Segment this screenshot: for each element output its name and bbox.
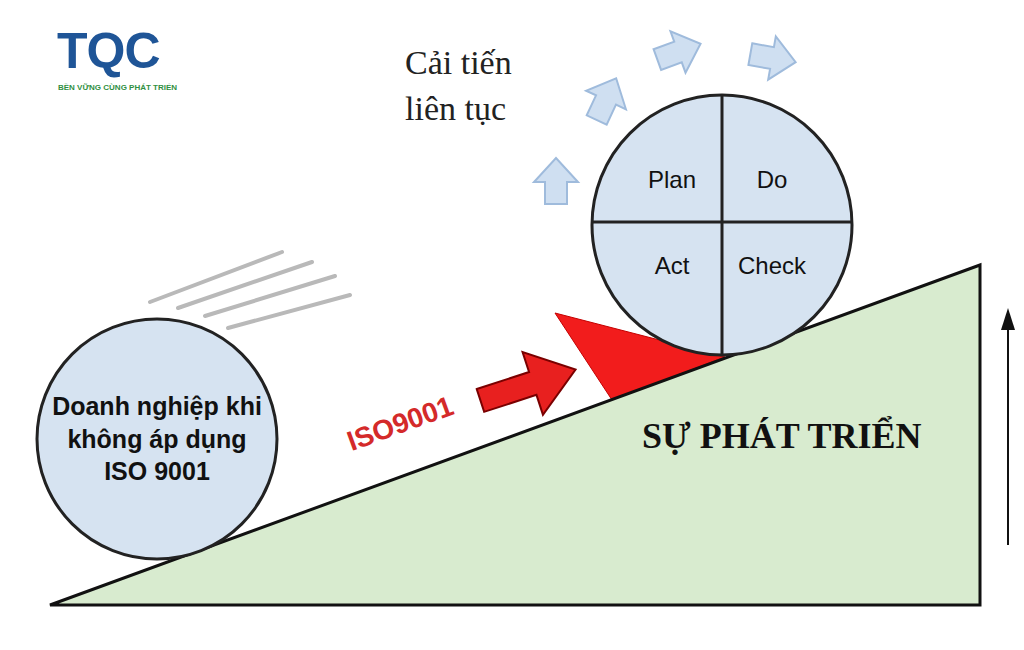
slope-shape [50, 265, 980, 605]
pdca-quadrant: Do [751, 160, 794, 200]
pdca-quadrant: Act [649, 246, 696, 286]
circle-text: Doanh nghiệp khi không áp dụng ISO 9001 [52, 390, 262, 488]
pdca-quadrant: Plan [642, 160, 703, 200]
circle-shape [37, 319, 277, 559]
pdca-divider [721, 95, 724, 355]
growth-arrowhead [1001, 308, 1015, 330]
slope-title: SỰ PHÁT TRIỂN [642, 413, 921, 460]
company-circle: Doanh nghiệp khi không áp dụng ISO 9001 [35, 317, 279, 561]
pdca-quadrant: Check [732, 246, 813, 286]
iso-label: ISO9001 [344, 392, 457, 456]
logo-tagline: BỀN VỮNG CÙNG PHÁT TRIỂN [58, 84, 177, 92]
up-arrow [577, 69, 636, 129]
motion-line [205, 276, 335, 316]
up-arrow [650, 23, 708, 80]
quadrant-label: Check [738, 250, 806, 281]
up-arrow [747, 33, 800, 84]
growth-axis [1007, 328, 1009, 545]
logo-mark: TQC [57, 26, 160, 76]
pdca-divider [592, 221, 852, 224]
motion-line [228, 295, 350, 328]
quadrant-label: Act [655, 250, 690, 281]
motion-lines [150, 252, 350, 328]
up-arrow [534, 158, 578, 204]
pdca-outline [592, 95, 852, 355]
motion-line [178, 262, 312, 308]
improvement-label: Cải tiến liên tục [405, 40, 555, 132]
quadrant-label: Do [757, 164, 788, 195]
quadrant-label: Plan [648, 164, 696, 195]
